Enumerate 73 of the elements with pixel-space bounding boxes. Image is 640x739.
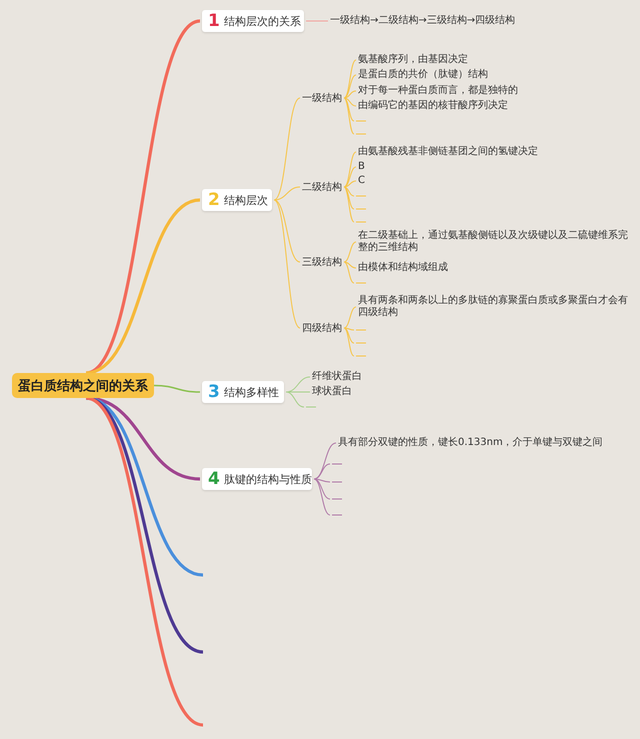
- central-topic-box: 蛋白质结构之间的关系: [12, 373, 154, 398]
- branch-line: [344, 262, 354, 284]
- branch-line: [344, 180, 356, 188]
- leaf-text: 对于每一种蛋白质而言，都是独特的: [358, 85, 628, 97]
- branch-line: [344, 98, 356, 106]
- branch-line: [86, 396, 204, 577]
- empty-topic-line: [306, 406, 316, 408]
- branch-line: [314, 442, 336, 480]
- leaf-text: 是蛋白质的共价（肽键）结构: [358, 69, 628, 81]
- topic-number: 2: [208, 190, 220, 210]
- empty-topic-line: [332, 498, 342, 500]
- empty-topic-line: [332, 514, 342, 516]
- branch-line: [274, 98, 300, 200]
- branch-line: [344, 328, 354, 330]
- branch-line: [344, 166, 356, 188]
- branch-line: [344, 328, 354, 344]
- branch-line: [314, 478, 330, 516]
- branch-line: [344, 90, 356, 98]
- branch-line: [344, 98, 354, 134]
- empty-topic-line: [356, 342, 366, 344]
- subtopic-label: 四级结构: [302, 321, 342, 335]
- branch-line: [306, 20, 328, 22]
- branch-line: [286, 376, 310, 392]
- topic-number: 1: [208, 11, 220, 31]
- branch-line: [274, 200, 300, 328]
- subtopic-label: 三级结构: [302, 255, 342, 269]
- leaf-text: 由氨基酸残基非侧链基团之间的氢键决定: [358, 146, 628, 158]
- branch-topic-box: [202, 381, 284, 403]
- branch-line: [344, 328, 354, 356]
- branch-line: [314, 478, 330, 482]
- topic-number: 4: [208, 469, 220, 489]
- leaf-text: 具有两条和两条以上的多肽链的寡聚蛋白质或多聚蛋白才会有四级结构: [358, 295, 633, 319]
- topic-title: 结构层次的关系: [224, 14, 301, 28]
- leaf-text: 在二级基础上，通过氨基酸侧链以及次级键以及二硫键维系完整的三维结构: [358, 230, 633, 254]
- branch-line: [314, 464, 330, 480]
- branch-line: [274, 200, 300, 262]
- branch-line: [344, 98, 354, 122]
- leaf-text: 球状蛋白: [312, 386, 432, 398]
- topic-title: 肽键的结构与性质: [224, 472, 312, 486]
- leaf-text: 由编码它的基因的核苷酸序列决定: [358, 100, 628, 112]
- branch-line: [86, 198, 200, 375]
- topic-title: 结构层次: [224, 192, 268, 208]
- empty-topic-line: [356, 282, 366, 284]
- branch-line: [286, 392, 304, 408]
- leaf-text: 具有部分双键的性质，键长0.133nm，介于单键与双键之间: [338, 437, 638, 449]
- branch-line: [344, 186, 354, 222]
- empty-topic-line: [356, 208, 366, 210]
- branch-line: [344, 186, 354, 196]
- branch-topic-box: [202, 189, 272, 211]
- branch-line: [274, 186, 300, 200]
- branch-line: [344, 74, 356, 98]
- topic-title: 结构多样性: [224, 384, 279, 400]
- empty-topic-line: [356, 120, 366, 122]
- branch-line: [344, 242, 356, 262]
- branch-topic-box: [202, 468, 312, 490]
- branch-line: [154, 384, 200, 393]
- branch-line: [344, 306, 356, 328]
- branch-topic-box: [202, 10, 304, 32]
- subtopic-label: 二级结构: [302, 180, 342, 194]
- branch-line: [85, 396, 204, 726]
- branch-line: [344, 152, 356, 188]
- subtopic-label: 一级结构: [302, 91, 342, 105]
- leaf-text: 一级结构→二级结构→三级结构→四级结构: [330, 15, 570, 27]
- leaf-text: 纤维状蛋白: [312, 371, 432, 383]
- leaf-text: 氨基酸序列，由基因决定: [358, 54, 628, 66]
- leaf-text: 由模体和结构域组成: [358, 262, 628, 274]
- branch-line: [344, 186, 354, 210]
- leaf-text: C: [358, 175, 628, 187]
- leaf-text: B: [358, 161, 628, 173]
- branch-line: [314, 478, 330, 500]
- branch-line: [344, 60, 356, 98]
- branch-line: [344, 262, 356, 268]
- topic-number: 3: [208, 382, 220, 402]
